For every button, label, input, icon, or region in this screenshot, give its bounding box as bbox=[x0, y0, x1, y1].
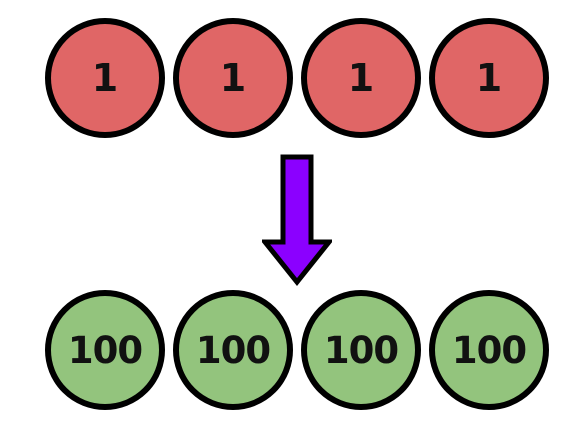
down-arrow-shape bbox=[262, 154, 332, 286]
red-counter-2: 1 bbox=[173, 18, 293, 138]
top-counter-row: 1 1 1 1 bbox=[0, 18, 577, 150]
red-counter-3: 1 bbox=[301, 18, 421, 138]
red-counter-4: 1 bbox=[429, 18, 549, 138]
counter-value: 100 bbox=[451, 328, 527, 372]
green-counter-2: 100 bbox=[173, 290, 293, 410]
counter-value: 1 bbox=[219, 56, 247, 100]
green-counter-4: 100 bbox=[429, 290, 549, 410]
green-counter-3: 100 bbox=[301, 290, 421, 410]
counter-value: 100 bbox=[67, 328, 143, 372]
red-counter-1: 1 bbox=[45, 18, 165, 138]
down-arrow-icon bbox=[262, 154, 332, 286]
green-counter-1: 100 bbox=[45, 290, 165, 410]
bottom-counter-row: 100 100 100 100 bbox=[0, 290, 577, 422]
counter-value: 1 bbox=[347, 56, 375, 100]
counter-value: 1 bbox=[91, 56, 119, 100]
counter-value: 100 bbox=[323, 328, 399, 372]
counter-value: 1 bbox=[475, 56, 503, 100]
counter-value: 100 bbox=[195, 328, 271, 372]
